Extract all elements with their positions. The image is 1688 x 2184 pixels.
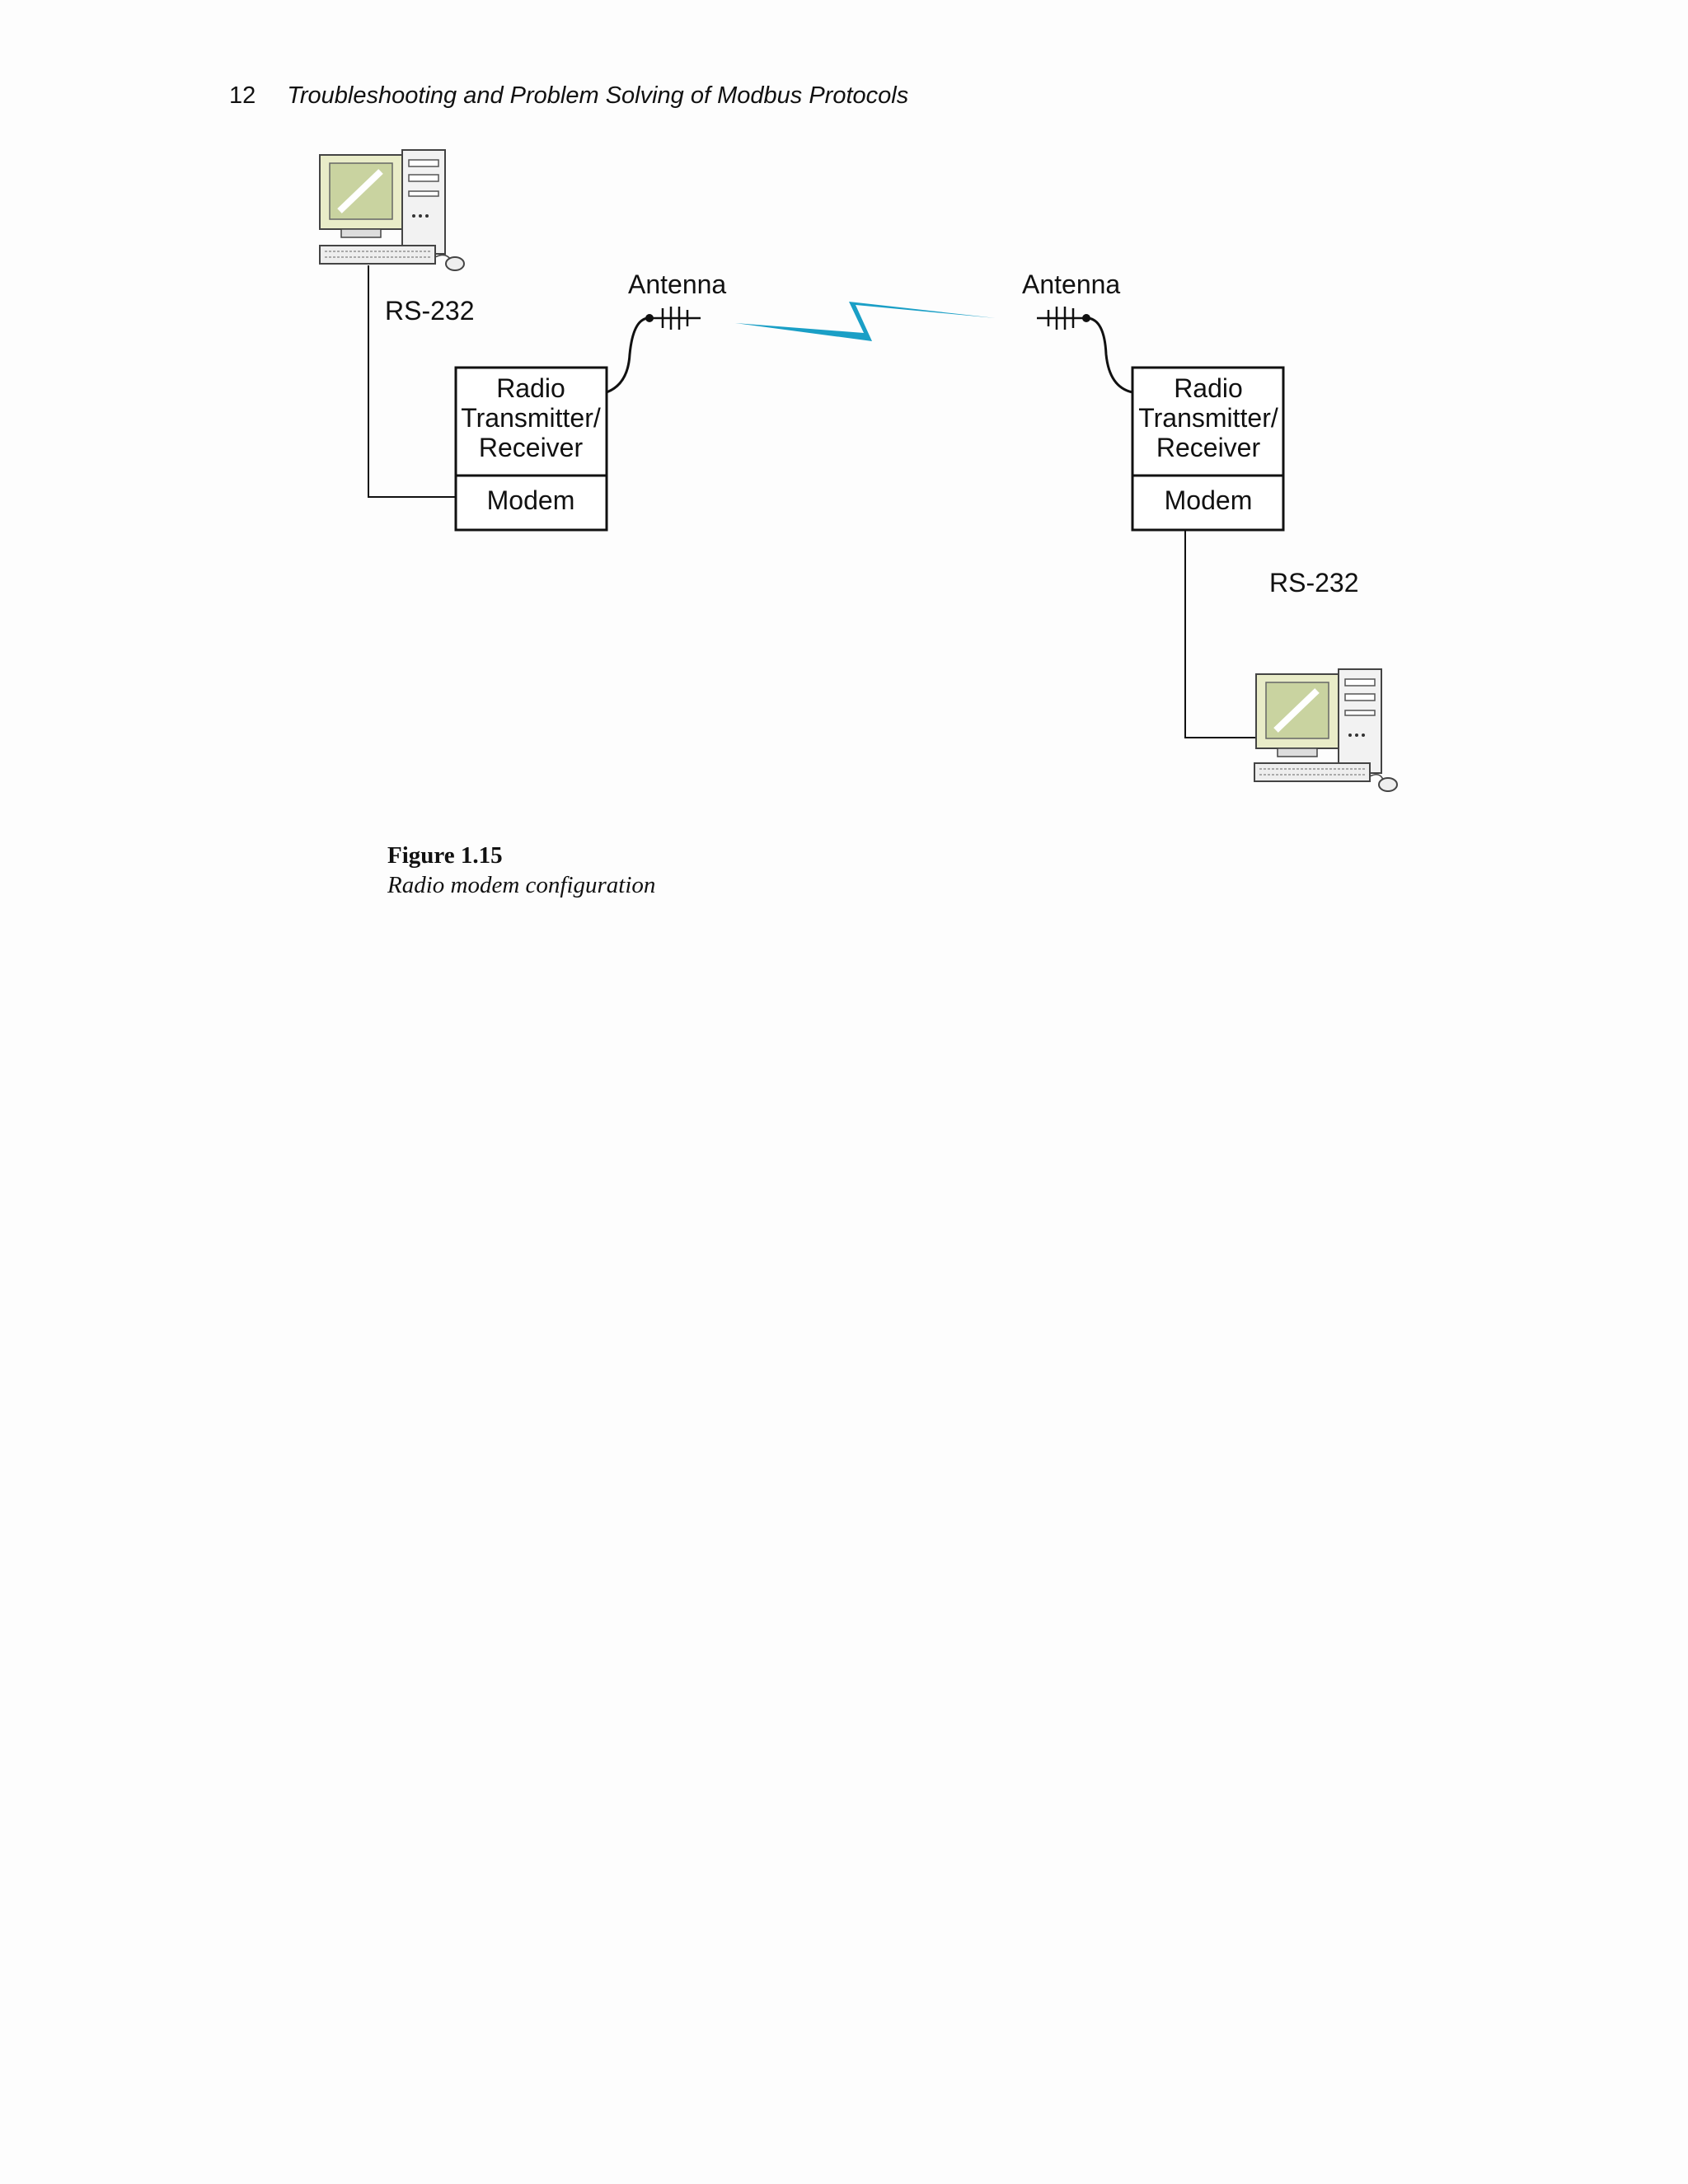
left-antenna-icon [606,307,701,394]
left-radio-line-3: Receiver [479,433,584,462]
right-rs232-label: RS-232 [1269,568,1359,598]
left-rs232-cable [368,265,456,498]
figure-title: Radio modem configuration [387,872,656,898]
header-title: Troubleshooting and Problem Solving of M… [287,82,909,109]
left-rs232-label: RS-232 [385,296,475,326]
radio-link-icon [735,302,996,341]
right-radio-modem-box: Radio Transmitter/ Receiver Modem [1131,366,1285,532]
left-radio-line-1: Radio [496,373,565,403]
figure-number: Figure 1.15 [387,842,503,869]
right-radio-line-1: Radio [1174,373,1243,403]
left-antenna-label: Antenna [628,269,726,299]
page-header: 12 Troubleshooting and Problem Solving o… [229,82,908,110]
left-computer-icon [319,149,465,271]
right-modem-label: Modem [1165,485,1253,515]
right-computer-icon [1254,668,1398,792]
page-number: 12 [229,82,256,109]
right-rs232-cable [1184,530,1256,738]
right-antenna-label: Antenna [1022,269,1120,299]
left-radio-line-2: Transmitter/ [461,403,601,433]
right-radio-line-3: Receiver [1156,433,1261,462]
figure-caption: Figure 1.15 Radio modem configuration [387,841,655,900]
left-modem-label: Modem [487,485,575,515]
left-radio-modem-box: Radio Transmitter/ Receiver Modem [454,366,608,532]
right-antenna-icon [1037,307,1133,394]
right-radio-line-2: Transmitter/ [1138,403,1278,433]
